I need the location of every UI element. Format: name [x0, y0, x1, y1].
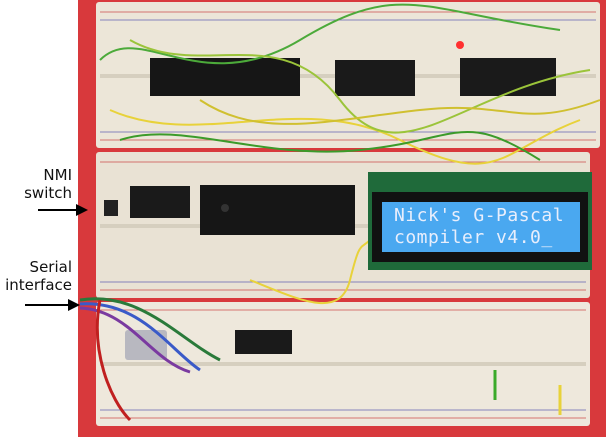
rom-chip [460, 58, 556, 96]
lcd-line-1: Nick's G-Pascal [394, 205, 565, 226]
ram-chip [335, 60, 415, 96]
logic-chip [130, 186, 190, 218]
lcd-screen [382, 202, 580, 252]
nmi-switch-label: NMI switch [24, 166, 72, 202]
serial-label-line2: interface [5, 276, 72, 294]
serial-label-line1: Serial [29, 258, 72, 276]
led [456, 41, 464, 49]
annotation-arrows [25, 204, 88, 311]
serial-arrow-icon [25, 299, 80, 311]
nmi-switch-button [104, 200, 118, 216]
nmi-label-line2: switch [24, 184, 72, 202]
serial-chip [235, 330, 292, 354]
cpu-chip [150, 58, 300, 96]
nmi-arrow-icon [38, 204, 88, 216]
serial-interface-label: Serial interface [5, 258, 72, 294]
nmi-label-line1: NMI [43, 166, 72, 184]
lcd-line-2: compiler v4.0_ [394, 227, 553, 248]
